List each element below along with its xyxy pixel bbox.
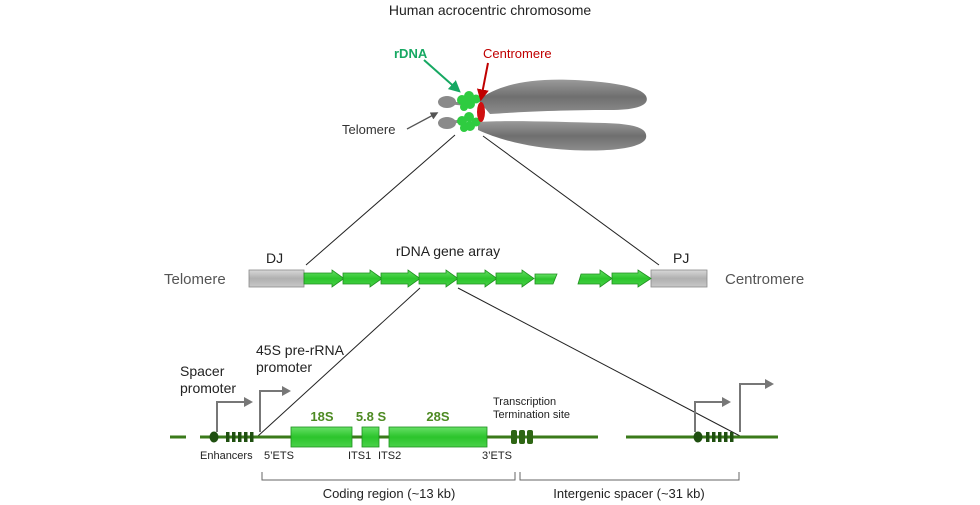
rdna-repeat-arrow	[342, 269, 383, 288]
spacer-promoter-arrow-right	[694, 401, 724, 432]
rdna-repeat-arrow	[495, 269, 535, 288]
ets3-label: 3’ETS	[482, 450, 512, 462]
gene-28s	[388, 426, 488, 448]
pj-label: PJ	[673, 250, 689, 266]
spacer-promoter-label-line1: Spacer	[180, 363, 225, 379]
chromosome-upper-arm	[478, 79, 647, 114]
coding-region-label: Coding region (~13 kb)	[323, 486, 456, 501]
gene-5-8s	[361, 426, 380, 448]
zoom-line-left	[305, 134, 456, 266]
pre-rrna-promoter-label-line1: 45S pre-rRNA	[256, 342, 345, 358]
rdna-unit	[170, 379, 778, 448]
rdna-repeat-arrow	[534, 273, 558, 285]
enhancers-right	[693, 431, 734, 443]
intergenic-spacer-label: Intergenic spacer (~31 kb)	[553, 486, 704, 501]
dj-block	[248, 269, 305, 288]
zoom-line-unit-left	[257, 287, 421, 437]
chromosome	[438, 79, 647, 151]
rdna-repeat-arrow	[418, 269, 459, 288]
rdna-repeat-arrows	[303, 269, 652, 288]
centromere-pointer	[476, 62, 489, 102]
zoom-line-unit-right	[457, 287, 741, 437]
telomere-label: Telomere	[342, 122, 395, 137]
pre-rrna-promoter-arrow	[259, 390, 284, 432]
its2-label: ITS2	[378, 450, 401, 462]
its1-label: ITS1	[348, 450, 371, 462]
telomere-knob-upper	[438, 96, 456, 108]
enhancers-left	[209, 431, 254, 443]
array-title: rDNA gene array	[396, 243, 500, 259]
gene-28s-label: 28S	[426, 409, 449, 424]
telomere-pointer	[406, 112, 439, 130]
rdna-repeat-arrow	[456, 269, 498, 288]
coding-region-bracket	[261, 472, 516, 481]
rdna-label: rDNA	[394, 46, 428, 61]
termination-label-line2: Termination site	[493, 409, 570, 421]
array-telomere-label: Telomere	[164, 271, 226, 288]
pre-rrna-promoter-arrow-right	[739, 383, 767, 432]
gene-5-8s-label: 5.8 S	[356, 409, 387, 424]
spacer-promoter-arrow	[216, 401, 246, 432]
pre-rrna-promoter-label-line2: promoter	[256, 359, 312, 375]
termination-label-line1: Transcription	[493, 396, 556, 408]
chromosome-lower-arm	[478, 121, 647, 151]
rdna-cluster-lower	[457, 112, 481, 132]
rdna-cluster-upper	[457, 91, 481, 111]
rdna-repeat-arrow	[611, 269, 652, 288]
telomere-knob-lower	[438, 117, 456, 129]
rdna-repeat-arrow	[303, 269, 345, 288]
zoom-line-right	[482, 135, 660, 266]
enhancers-label: Enhancers	[200, 450, 253, 462]
rdna-pointer	[423, 59, 461, 93]
spacer-promoter-label-line2: promoter	[180, 380, 236, 396]
dj-label: DJ	[266, 250, 283, 266]
pj-block	[650, 269, 708, 288]
ets5-label: 5’ETS	[264, 450, 294, 462]
array-centromere-label: Centromere	[725, 271, 804, 288]
intergenic-spacer-bracket	[519, 472, 740, 481]
gene-18s-label: 18S	[310, 409, 333, 424]
centromere	[477, 102, 485, 122]
rdna-repeat-arrow	[577, 269, 613, 288]
centromere-label: Centromere	[483, 46, 552, 61]
diagram-title: Human acrocentric chromosome	[389, 2, 592, 18]
gene-18s	[290, 426, 353, 448]
rdna-repeat-arrow	[380, 269, 421, 288]
termination-site	[511, 430, 533, 444]
